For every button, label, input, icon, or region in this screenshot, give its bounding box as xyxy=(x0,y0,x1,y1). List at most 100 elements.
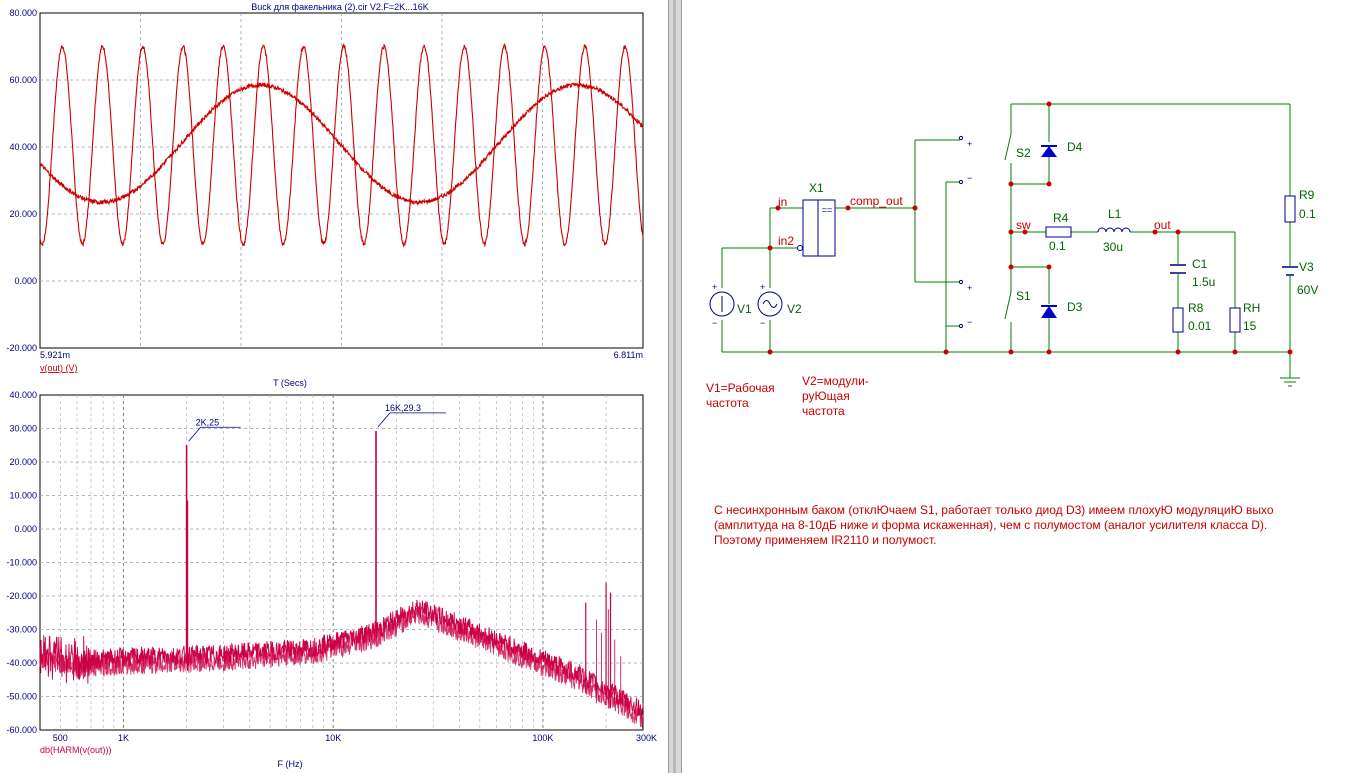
spectrum-x-tick-label: 1K xyxy=(118,733,129,743)
spectrum-y-tick-label: -50.000 xyxy=(6,692,37,702)
capacitor-c1-symbol xyxy=(1170,264,1186,274)
transient-y-tick-label: 60.000 xyxy=(9,75,37,85)
spectrum-y-tick-label: -60.000 xyxy=(6,725,37,735)
label-v3-value: 60V xyxy=(1297,283,1318,297)
label-l1: L1 xyxy=(1108,207,1122,221)
node-in2: in2 xyxy=(778,234,794,248)
schematic-panel: + − + − == +− +− X1 V1 V2 S2 S1 D4 D xyxy=(682,0,1355,773)
spectrum-y-tick-label: 40.000 xyxy=(9,390,37,400)
svg-text:+: + xyxy=(712,282,717,292)
svg-text:+: + xyxy=(967,283,972,293)
analysis-plots-panel: Buck для факельника (2).cir V2.F=2K...16… xyxy=(0,0,668,773)
spectrum-x-tick-label: 500 xyxy=(53,733,68,743)
label-r4: R4 xyxy=(1053,211,1069,225)
label-d4: D4 xyxy=(1067,140,1083,154)
inductor-l1-symbol xyxy=(1097,227,1131,233)
spectrum-peak-label-1: 2K,25 xyxy=(196,417,220,427)
panel-splitter[interactable] xyxy=(668,0,682,773)
battery-v3-symbol xyxy=(1282,266,1298,276)
spectrum-x-tick-label: 300K xyxy=(636,733,657,743)
spectrum-x-tick-label: 10K xyxy=(325,733,341,743)
window-title: Buck для факельника (2).cir V2.F=2K...16… xyxy=(251,2,428,12)
spectrum-y-tick-label: 30.000 xyxy=(9,424,37,434)
note-comment-line1: С несинхронным баком (отклЮчаем S1, рабо… xyxy=(714,503,1274,517)
resistor-rh-symbol xyxy=(1229,307,1241,333)
source-v1-symbol: + − xyxy=(709,282,735,328)
transient-x-tick-start: 5.921m xyxy=(40,350,70,360)
note-v1: V1=Рабочая частота xyxy=(706,381,775,411)
note-v2-line3: частота xyxy=(802,404,845,418)
spectrum-x-axis-label: F (Hz) xyxy=(278,759,303,769)
transient-series-line-1 xyxy=(39,42,644,248)
label-r9: R9 xyxy=(1299,188,1315,202)
source-v2-symbol: + − xyxy=(757,282,783,328)
transient-plot: -20.000 0.000 20.000 40.000 60.000 80.000 5.9… xyxy=(6,8,644,388)
svg-text:+: + xyxy=(760,282,765,292)
svg-text:−: − xyxy=(967,317,972,327)
label-v2: V2 xyxy=(787,302,802,316)
node-sw: sw xyxy=(1016,218,1031,232)
note-v1-line2: частота xyxy=(706,396,749,410)
label-r9-value: 0.1 xyxy=(1299,207,1316,221)
note-v2: V2=модули- руЮщая частота xyxy=(802,374,869,419)
svg-text:+: + xyxy=(967,139,972,149)
note-v2-line1: V2=модули- xyxy=(802,374,869,388)
diode-d3-symbol xyxy=(1041,305,1057,318)
spectrum-x-tick-label: 100K xyxy=(532,733,553,743)
svg-text:−: − xyxy=(760,318,765,328)
label-r4-value: 0.1 xyxy=(1049,239,1066,253)
label-c1-value: 1.5u xyxy=(1192,275,1215,289)
node-comp-out: comp_out xyxy=(850,194,903,208)
node-out: out xyxy=(1154,218,1171,232)
spectrum-y-axis-label: db(HARM(v(out))) xyxy=(40,745,112,755)
label-s2: S2 xyxy=(1016,146,1031,160)
spectrum-y-tick-label: -20.000 xyxy=(6,591,37,601)
label-v3: V3 xyxy=(1299,260,1314,274)
spectrum-peak-label-2: 16K,29.3 xyxy=(385,403,421,413)
note-comment-line2: (амплитуда на 8-10дБ ниже и форма искаже… xyxy=(714,518,1268,532)
spectrum-y-tick-label: -10.000 xyxy=(6,558,37,568)
transient-x-axis-label: T (Secs) xyxy=(273,378,307,388)
label-x1: X1 xyxy=(809,181,824,195)
spectrum-y-tick-label: -40.000 xyxy=(6,658,37,668)
note-v2-line2: руЮщая xyxy=(802,389,850,403)
spectrum-y-tick-label: 20.000 xyxy=(9,457,37,467)
spectrum-y-tick-label: 0.000 xyxy=(14,524,37,534)
note-comment: С несинхронным баком (отклЮчаем S1, рабо… xyxy=(714,503,1355,548)
label-d3: D3 xyxy=(1067,300,1083,314)
schematic: + − + − == +− +− X1 V1 V2 S2 S1 D4 D xyxy=(709,101,1318,387)
note-comment-line3: Поэтому применяем IR2110 и полумост. xyxy=(714,533,937,547)
label-r8-value: 0.01 xyxy=(1188,319,1212,333)
label-rh: RH xyxy=(1243,301,1260,315)
comparator-x1-symbol: == xyxy=(802,199,836,257)
label-l1-value: 30u xyxy=(1103,240,1123,254)
transient-y-tick-label: 0.000 xyxy=(14,276,37,286)
resistor-r8-symbol xyxy=(1172,307,1184,333)
splitter-grip[interactable] xyxy=(673,0,676,773)
transient-y-tick-label: 20.000 xyxy=(9,209,37,219)
label-s1: S1 xyxy=(1016,289,1031,303)
svg-text:−: − xyxy=(712,318,717,328)
transient-y-tick-label: 80.000 xyxy=(9,8,37,18)
svg-text:−: − xyxy=(967,173,972,183)
label-r8: R8 xyxy=(1188,301,1204,315)
transient-series-line-2 xyxy=(39,81,644,206)
transient-y-tick-label: 40.000 xyxy=(9,142,37,152)
node-in: in xyxy=(778,195,787,209)
label-v1: V1 xyxy=(737,302,752,316)
label-rh-value: 15 xyxy=(1243,319,1257,333)
svg-text:==: == xyxy=(822,205,833,215)
transient-y-axis-label: v(out) (V) xyxy=(40,363,78,373)
spectrum-y-tick-label: -30.000 xyxy=(6,625,37,635)
transient-y-tick-label: -20.000 xyxy=(6,343,37,353)
spectrum-peak-pointer-2 xyxy=(377,412,391,428)
diode-d4-symbol xyxy=(1041,145,1057,157)
spectrum-peak-pointer-1 xyxy=(188,426,201,442)
analysis-plots: Buck для факельника (2).cir V2.F=2K...16… xyxy=(6,2,657,769)
note-v1-line1: V1=Рабочая xyxy=(706,381,775,395)
spectrum-y-tick-label: 10.000 xyxy=(9,491,37,501)
transient-x-tick-end: 6.811m xyxy=(614,350,643,360)
spectrum-series-line-2 xyxy=(39,606,644,728)
resistor-r9-symbol xyxy=(1284,195,1296,223)
label-c1: C1 xyxy=(1192,257,1208,271)
